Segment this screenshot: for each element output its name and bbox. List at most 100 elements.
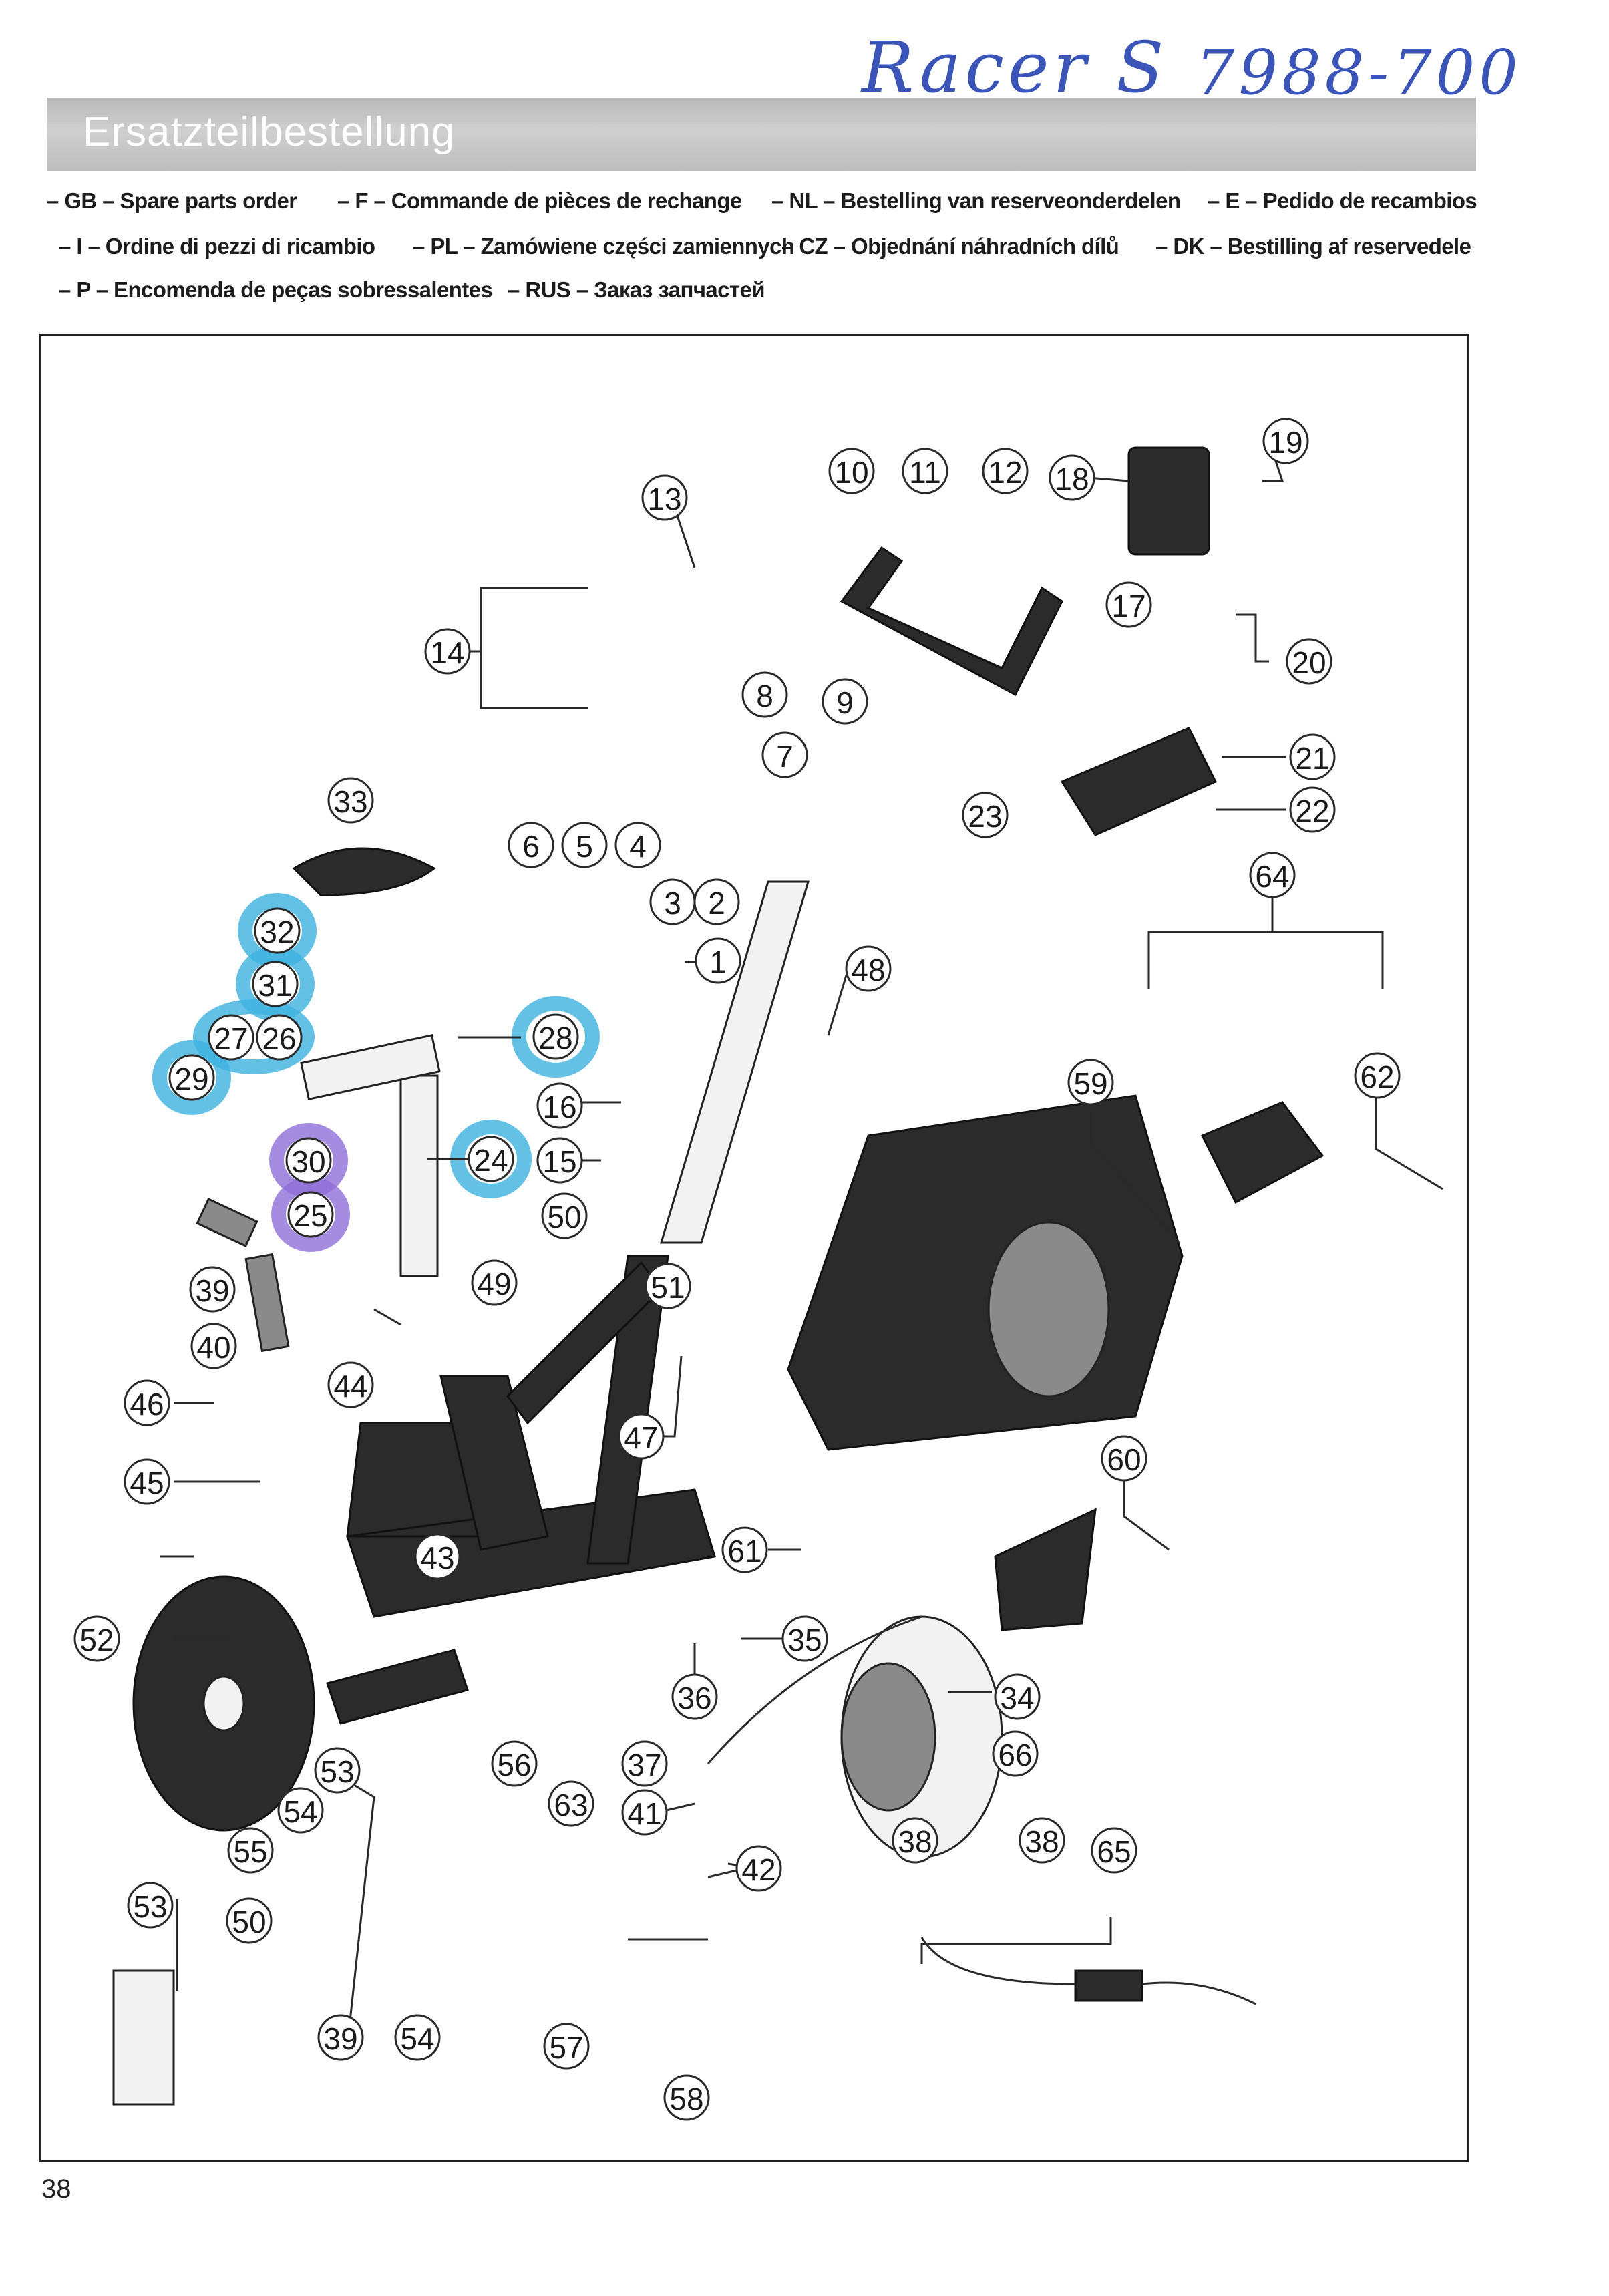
callout-19: 19	[1262, 418, 1309, 464]
callout-circle	[621, 1740, 668, 1787]
callout-18: 18	[1049, 454, 1095, 501]
callout-number: 9	[836, 685, 854, 720]
callout-circle	[536, 1082, 583, 1129]
callout-52: 52	[73, 1615, 120, 1662]
callout-23: 23	[962, 792, 1009, 838]
callout-circle	[663, 2074, 710, 2121]
lang-f: – F – Commande de pièces de rechange	[337, 188, 742, 213]
callout-58: 58	[663, 2074, 710, 2121]
callout-27: 27	[208, 1014, 254, 1061]
callout-circle	[695, 937, 741, 984]
callout-number: 6	[522, 829, 540, 864]
callout-circle	[468, 1136, 514, 1182]
callout-circle	[902, 448, 948, 494]
callout-24: 24	[468, 1136, 514, 1182]
leader-lines	[160, 460, 1443, 2047]
callout-circle	[327, 777, 374, 824]
callout-circle	[124, 1458, 170, 1505]
callout-circle	[471, 1259, 518, 1306]
callout-circle	[548, 1780, 594, 1827]
callout-circle	[532, 1013, 579, 1060]
belt-pulley-inner	[840, 1662, 936, 1812]
frame-rear-strut	[586, 1255, 669, 1565]
handwritten-article-number: 7988-700	[1196, 37, 1522, 108]
callout-38: 38	[892, 1817, 938, 1864]
lang-p: – P – Encomenda de peças sobressalentes	[59, 277, 493, 302]
highlight-29	[152, 1040, 231, 1115]
highlight-27-26	[193, 999, 315, 1074]
foot-cover	[1200, 1101, 1324, 1204]
callout-8: 8	[741, 671, 788, 718]
callout-number: 18	[1055, 462, 1089, 496]
callout-circle	[671, 1673, 718, 1720]
callout-49: 49	[471, 1259, 518, 1306]
callout-63: 63	[548, 1780, 594, 1827]
title-bar: Ersatzteilbestellung	[47, 98, 1476, 171]
callout-54: 54	[394, 2014, 441, 2061]
callout-number: 8	[756, 679, 773, 713]
lang-i: – I – Ordine di pezzi di ricambio	[59, 234, 375, 259]
seat-post-top	[300, 1034, 441, 1101]
callout-circle	[1091, 1827, 1137, 1874]
callout-circle	[1262, 418, 1309, 464]
callout-35: 35	[781, 1615, 828, 1662]
callout-circle	[721, 1526, 768, 1573]
callout-number: 54	[283, 1794, 317, 1829]
callout-43: 43	[414, 1533, 461, 1580]
callout-circle	[618, 1413, 665, 1460]
callout-circle	[543, 2023, 590, 2070]
lower-cover	[994, 1508, 1097, 1631]
lang-pl: – PL – Zamówiene części zamiennych	[413, 234, 795, 259]
callout-circle	[992, 1730, 1039, 1777]
callout-circle	[621, 1789, 668, 1836]
drive-belt	[707, 1615, 922, 1764]
callout-31: 31	[252, 961, 299, 1007]
hardware-bag	[112, 1969, 175, 2106]
saddle	[292, 847, 436, 896]
part-illustrations	[112, 446, 1324, 2106]
callout-circle	[641, 474, 688, 521]
power-adapter	[1074, 1969, 1143, 2002]
callout-50: 50	[541, 1192, 588, 1239]
callout-61: 61	[721, 1526, 768, 1573]
handlebar	[840, 546, 1063, 697]
callout-64: 64	[1249, 852, 1296, 898]
side-cover-wheel	[987, 1221, 1110, 1398]
callout-circle	[424, 628, 471, 675]
callout-15: 15	[536, 1137, 583, 1184]
callout-number: 42	[741, 1852, 775, 1887]
crank-arm	[244, 1253, 290, 1353]
callout-number: 34	[1000, 1681, 1034, 1715]
callout-circle	[168, 1054, 215, 1101]
callout-number: 33	[333, 784, 367, 819]
callout-circle	[649, 878, 696, 925]
callout-57: 57	[543, 2023, 590, 2070]
callout-55: 55	[227, 1827, 274, 1874]
callout-number: 4	[629, 829, 647, 864]
callout-circle	[256, 1014, 303, 1061]
callout-circle	[645, 1263, 691, 1309]
callout-number: 50	[232, 1905, 266, 1939]
callout-number: 66	[998, 1738, 1032, 1772]
callout-circle	[561, 822, 608, 868]
frame-base-rail	[326, 1649, 469, 1725]
highlight-25	[271, 1177, 350, 1252]
callout-59: 59	[1067, 1059, 1114, 1106]
callout-number: 5	[576, 829, 593, 864]
callout-circle	[73, 1615, 120, 1662]
callout-65: 65	[1091, 1827, 1137, 1874]
callout-40: 40	[190, 1323, 237, 1369]
callout-circle	[735, 1845, 782, 1892]
callout-number: 24	[474, 1143, 508, 1178]
callout-number: 56	[497, 1748, 531, 1782]
callout-46: 46	[124, 1379, 170, 1426]
callout-number: 45	[130, 1466, 164, 1500]
callout-number: 61	[727, 1534, 761, 1569]
callout-circle	[892, 1817, 938, 1864]
page-number: 38	[41, 2174, 71, 2204]
callout-number: 11	[909, 455, 941, 490]
callout-28: 28	[532, 1013, 579, 1060]
callout-number: 39	[323, 2021, 357, 2056]
callout-number: 15	[542, 1144, 576, 1179]
callout-53: 53	[314, 1747, 361, 1794]
